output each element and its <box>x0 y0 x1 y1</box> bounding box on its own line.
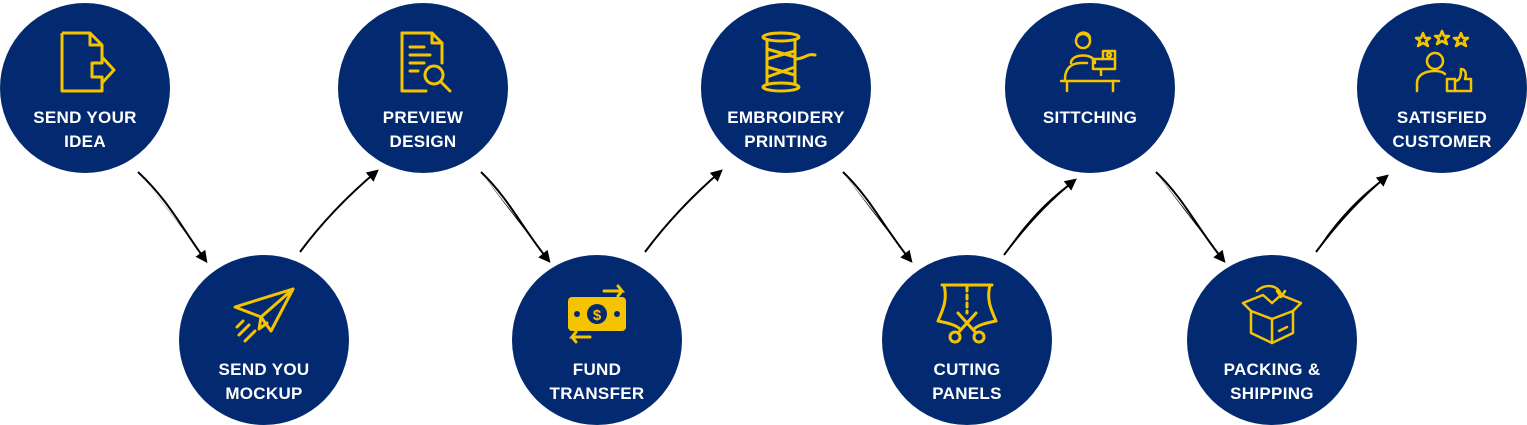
thread-spool-icon <box>753 29 819 95</box>
money-transfer-icon: $ <box>564 281 630 347</box>
arrow-8-9 <box>1315 174 1389 253</box>
step-label-line: IDEA <box>64 132 106 151</box>
arrow-5-6 <box>842 171 913 263</box>
arrow-3-4 <box>480 171 551 263</box>
step-label-line: SEND YOUR <box>33 108 137 127</box>
arrow-4-5 <box>644 169 723 253</box>
step-embroidery-printing: EMBROIDERY PRINTING <box>701 3 871 173</box>
arrow-2-3 <box>299 169 379 253</box>
step-label-line: CUTING <box>933 360 1001 379</box>
sewing-machine-icon <box>1057 29 1123 95</box>
step-label-line: EMBROIDERY <box>727 108 845 127</box>
step-preview-design: PREVIEW DESIGN <box>338 3 508 173</box>
step-label-line: SATISFIED <box>1396 108 1488 127</box>
step-label-line: CUSTOMER <box>1392 132 1492 151</box>
step-label-line: PRINTING <box>744 132 828 151</box>
svg-text:$: $ <box>593 307 602 324</box>
step-label-line: PREVIEW <box>382 108 464 127</box>
arrow-1-2 <box>137 171 208 263</box>
step-cuting-panels: CUTING PANELS <box>882 255 1052 425</box>
step-fund-transfer: $ FUND TRANSFER <box>512 255 682 425</box>
step-send-your-idea: SEND YOUR IDEA <box>0 3 170 173</box>
step-satisfied-customer: SATISFIED CUSTOMER <box>1357 3 1527 173</box>
customer-rating-icon <box>1409 29 1475 95</box>
step-label-line: PANELS <box>932 384 1002 403</box>
scissors-fabric-icon <box>934 281 1000 347</box>
step-label-line: MOCKUP <box>225 384 303 403</box>
document-send-icon <box>52 29 118 95</box>
arrow-6-7 <box>1003 178 1077 256</box>
paper-plane-icon <box>231 281 297 347</box>
step-label-line: TRANSFER <box>549 384 645 403</box>
step-label-line: SEND YOU <box>218 360 310 379</box>
document-search-icon <box>390 29 456 95</box>
step-send-you-mockup: SEND YOU MOCKUP <box>179 255 349 425</box>
step-label-line: SITTCHING <box>1042 108 1138 127</box>
step-label-line: FUND <box>572 360 622 379</box>
step-label-line: PACKING & <box>1223 360 1321 379</box>
step-label-line: SHIPPING <box>1230 384 1314 403</box>
arrow-7-8 <box>1155 171 1226 263</box>
step-sittching: SITTCHING <box>1005 3 1175 173</box>
step-packing-shipping: PACKING & SHIPPING <box>1187 255 1357 425</box>
step-label-line: DESIGN <box>389 132 457 151</box>
open-box-icon <box>1239 281 1305 347</box>
